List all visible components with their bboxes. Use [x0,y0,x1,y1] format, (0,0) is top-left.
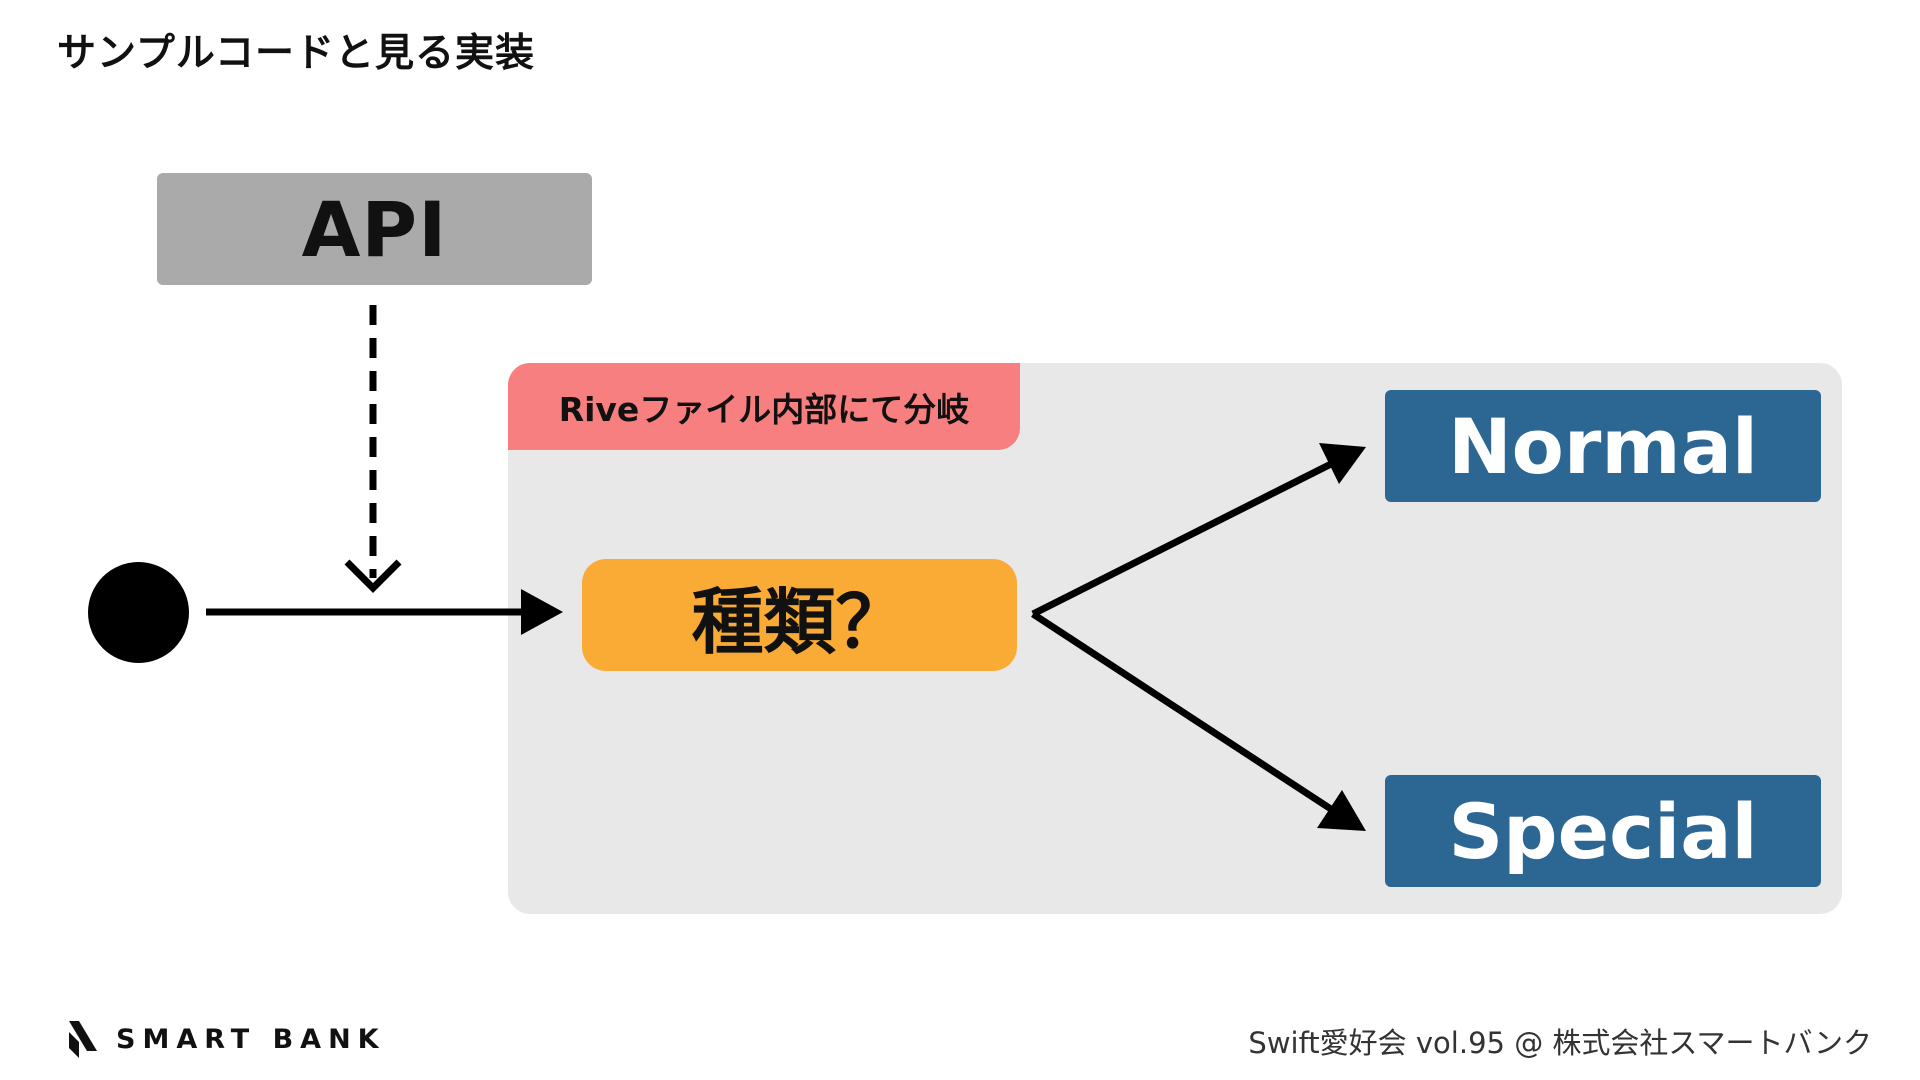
decision-to-special-arrow [1031,611,1366,831]
rive-container-label: Riveファイル内部にて分岐 [508,363,1020,450]
start-to-decision-arrow [206,589,563,635]
slide-title: サンプルコードと見る実装 [57,31,536,76]
api-node: API [157,173,592,285]
footer-credit: Swift愛好会 vol.95 @ 株式会社スマートバンク [1248,1026,1872,1060]
state-node-special: Special [1385,775,1821,887]
logo-wordmark: SMART BANK [116,1023,386,1055]
smartbank-logo: SMART BANK [66,1018,386,1060]
smartbank-logo-icon [69,1021,97,1058]
state-node-normal: Normal [1385,390,1821,502]
decision-node: 種類？ [582,559,1017,671]
api-dashed-connector [344,305,402,593]
start-node [88,562,189,663]
decision-to-normal-arrow [1031,443,1366,618]
